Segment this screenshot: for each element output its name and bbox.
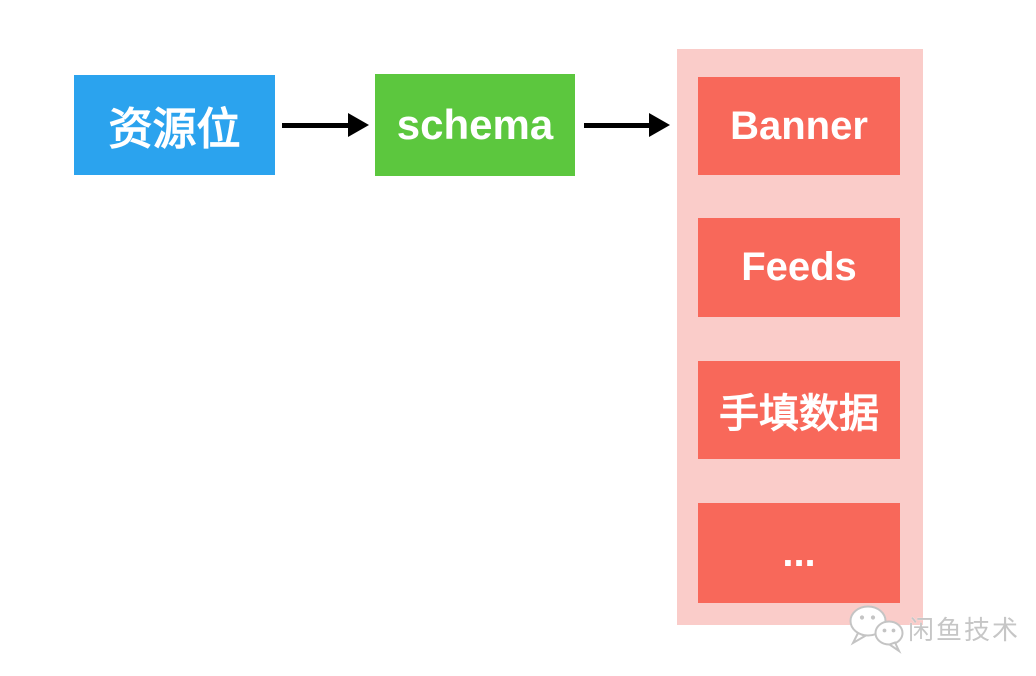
watermark: 闲鱼技术 bbox=[846, 602, 1020, 654]
node-resource-slot: 资源位 bbox=[74, 75, 275, 175]
slot-type-manual-data-label: 手填数据 bbox=[719, 392, 879, 436]
slot-type-banner: Banner bbox=[698, 77, 900, 175]
slot-type-banner-label: Banner bbox=[730, 103, 868, 148]
arrow-head bbox=[649, 113, 670, 137]
arrow-head bbox=[348, 113, 369, 137]
slot-type-more: ... bbox=[698, 503, 900, 603]
watermark-label: 闲鱼技术 bbox=[908, 614, 1021, 645]
slot-type-feeds: Feeds bbox=[698, 218, 900, 317]
slot-type-more-label: ... bbox=[782, 530, 816, 575]
arrow-resource-to-schema-icon bbox=[282, 105, 369, 145]
node-resource-slot-label: 资源位 bbox=[108, 105, 241, 154]
slot-type-manual-data: 手填数据 bbox=[698, 361, 900, 459]
slot-type-feeds-label: Feeds bbox=[741, 245, 857, 289]
node-schema-label: schema bbox=[396, 101, 554, 148]
arrow-line bbox=[584, 122, 649, 128]
wechat-icon bbox=[849, 605, 904, 654]
node-schema: schema bbox=[375, 74, 575, 176]
arrow-schema-to-slot-types-icon bbox=[584, 105, 670, 145]
arrow-line bbox=[282, 122, 348, 128]
slot-types-panel: Banner Feeds 手填数据 ... bbox=[677, 49, 923, 625]
